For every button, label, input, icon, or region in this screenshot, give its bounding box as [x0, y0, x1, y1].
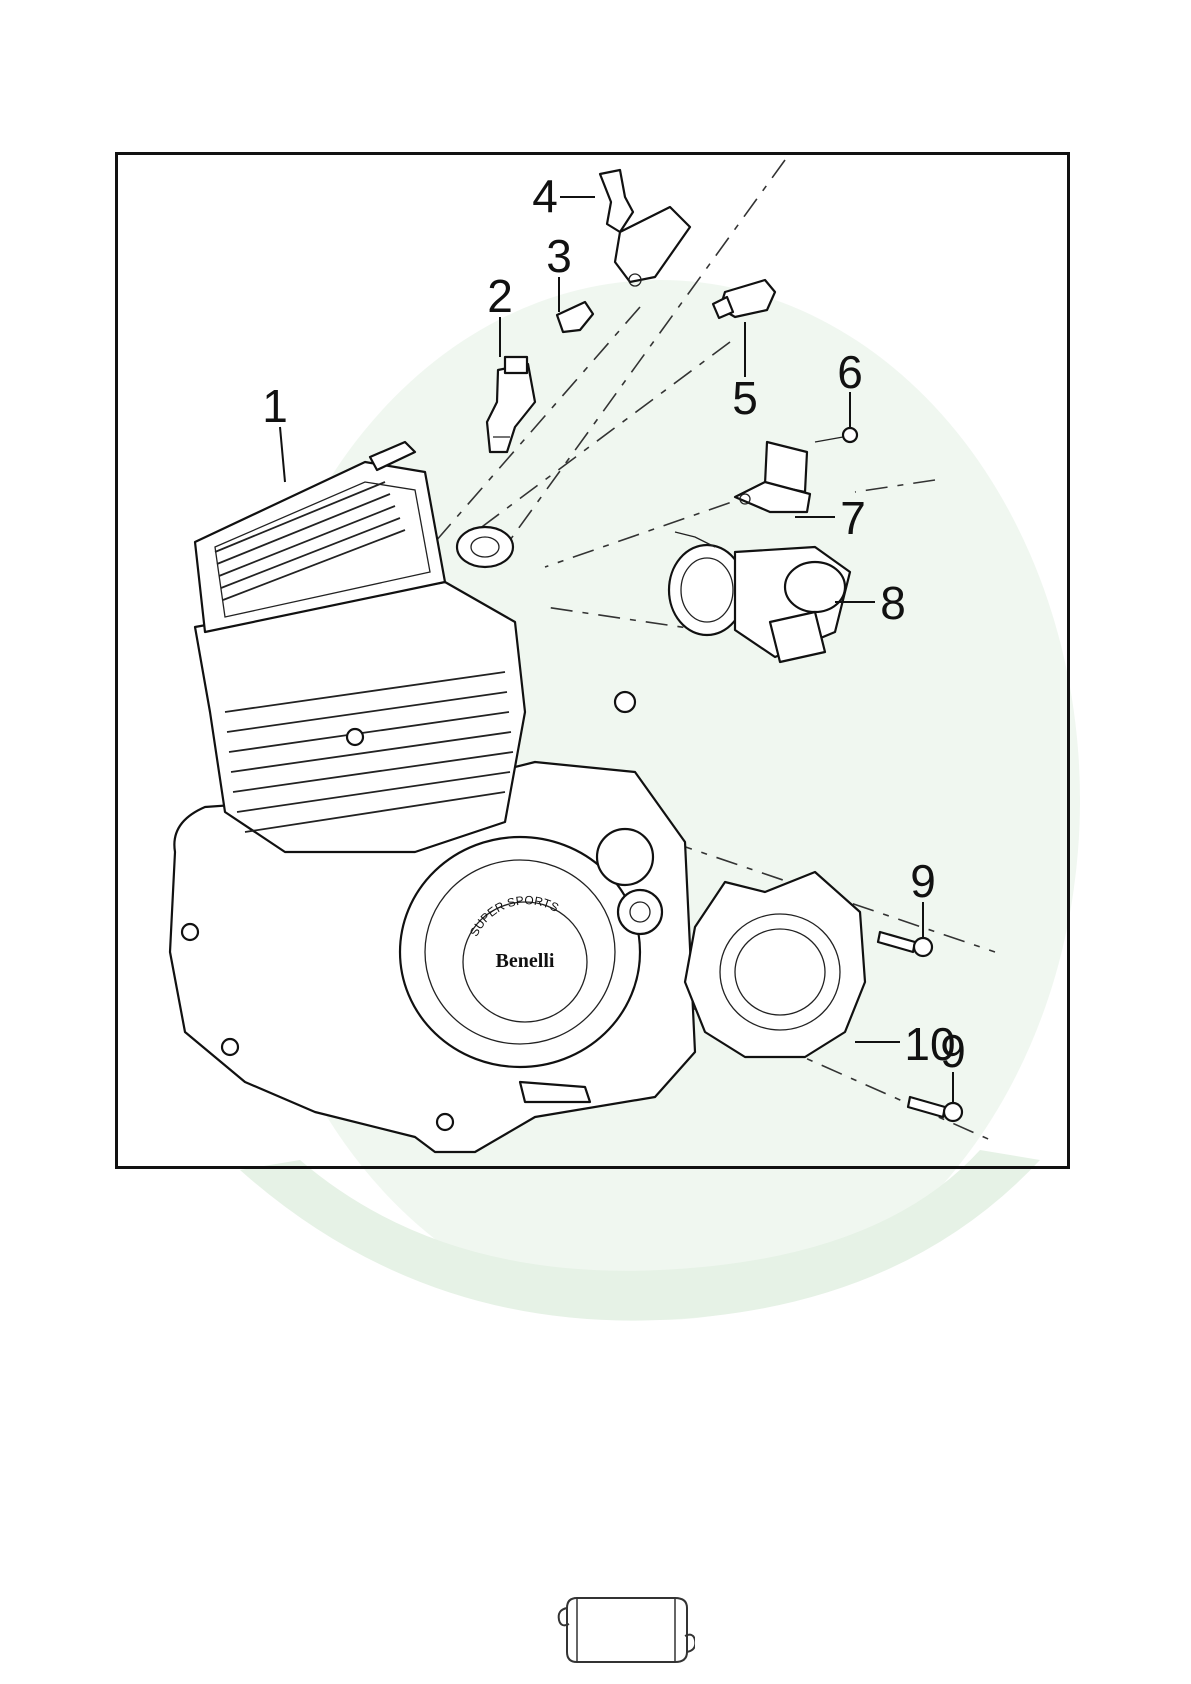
callout-7: 7 [840, 492, 866, 544]
callout-9-upper: 9 [910, 855, 936, 907]
callout-1: 1 [262, 380, 288, 432]
fuel-injector [487, 357, 535, 452]
throttle-body [669, 532, 850, 662]
callout-2: 2 [487, 270, 513, 322]
callout-6: 6 [837, 346, 863, 398]
callout-4: 4 [532, 170, 558, 222]
map-sensor [735, 442, 810, 512]
injector-clip [557, 302, 593, 332]
callout-3: 3 [546, 230, 572, 282]
temperature-sensor [713, 280, 775, 318]
page-scroll-ornament [555, 1590, 695, 1670]
engine-assembly: Benelli SUPER SPORTS [170, 442, 695, 1152]
small-bolt [815, 428, 857, 442]
exploded-parts-diagram: Benelli SUPER SPORTS [115, 152, 1070, 1169]
cover-brand-logo: Benelli [496, 950, 555, 972]
fuel-pipe-joint [600, 170, 690, 286]
sprocket-cover [685, 872, 865, 1057]
callout-8: 8 [880, 577, 906, 629]
callout-5: 5 [732, 372, 758, 424]
callout-9-lower: 9 [940, 1025, 966, 1077]
